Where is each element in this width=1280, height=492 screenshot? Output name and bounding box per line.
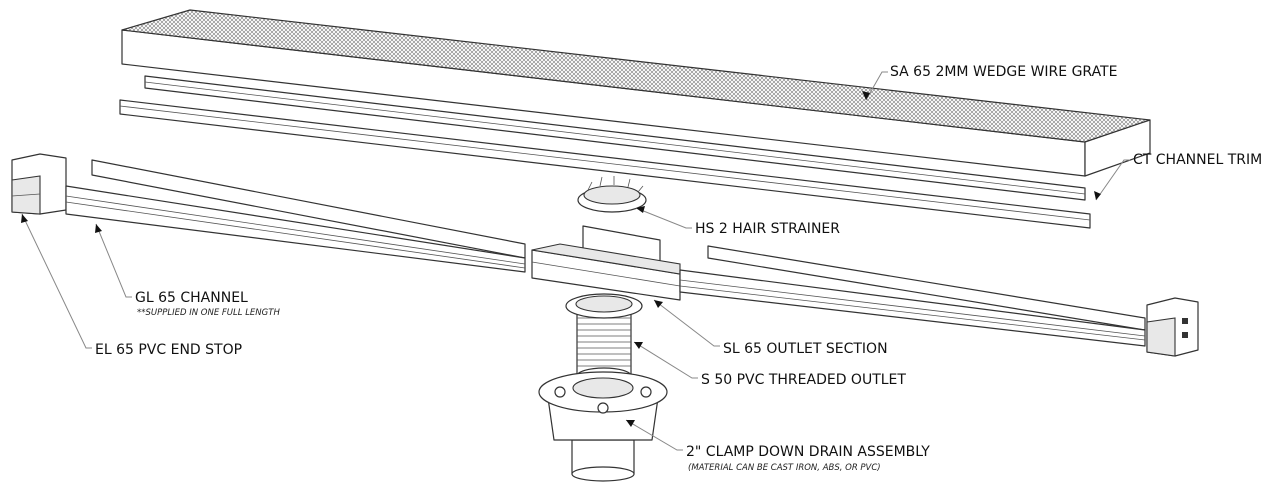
channel-right — [679, 245, 1146, 347]
label-channel: GL 65 CHANNEL — [135, 290, 248, 306]
leader-lines — [21, 71, 1130, 451]
channel-trim-back — [144, 75, 1086, 201]
label-end-stop: EL 65 PVC END STOP — [95, 342, 242, 358]
channel-left — [65, 159, 526, 273]
label-drain-note: (MATERIAL CAN BE CAST IRON, ABS, OR PVC) — [688, 463, 881, 473]
label-threaded-outlet: S 50 PVC THREADED OUTLET — [701, 372, 906, 388]
label-drain: 2" CLAMP DOWN DRAIN ASSEMBLY — [686, 444, 930, 460]
label-outlet-section: SL 65 OUTLET SECTION — [723, 341, 888, 357]
wedge-wire-grate — [121, 9, 1151, 177]
outlet-section — [531, 225, 681, 301]
label-hair-strainer: HS 2 HAIR STRAINER — [695, 221, 840, 237]
channel-trim-front — [119, 99, 1091, 229]
hair-strainer — [577, 176, 647, 213]
label-channel-note: **SUPPLIED IN ONE FULL LENGTH — [137, 308, 280, 318]
label-channel-trim: CT CHANNEL TRIM — [1133, 152, 1262, 168]
label-grate: SA 65 2MM WEDGE WIRE GRATE — [890, 64, 1117, 80]
clamp-down-drain — [538, 371, 668, 482]
end-stop-left — [11, 153, 67, 215]
end-stop-right — [1146, 297, 1199, 357]
pvc-threaded-outlet — [565, 293, 643, 385]
